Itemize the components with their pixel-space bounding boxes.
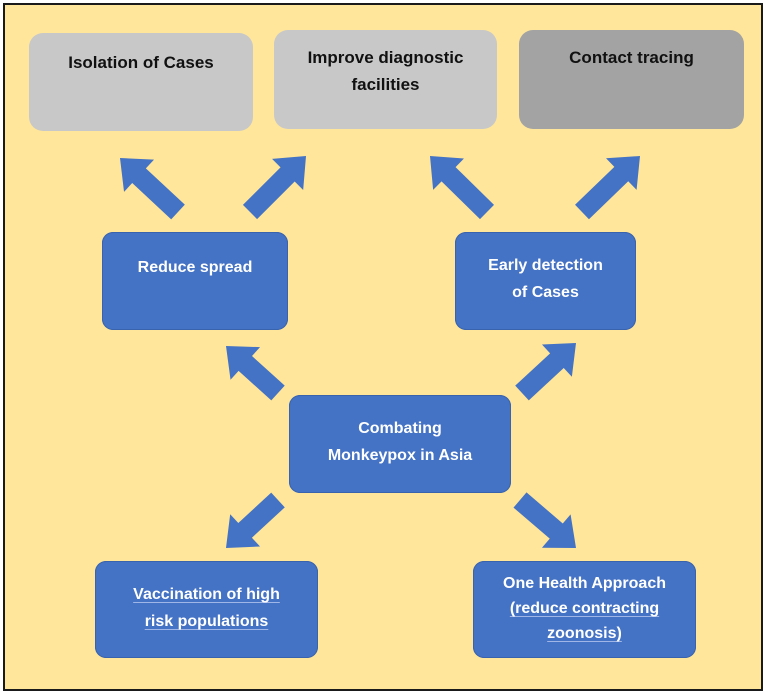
one-health-label-line2: (reduce contracting: [509, 600, 660, 617]
arrow-to-reduce: [226, 345, 285, 401]
one-health-approach-box: One Health Approach (reduce contracting …: [473, 561, 696, 658]
isolation-of-cases-box: Isolation of Cases: [29, 33, 253, 131]
vaccination-box: Vaccination of high risk populations: [95, 561, 318, 658]
arrow-to-early-left: [429, 156, 495, 220]
early-detection-label-line2: of Cases: [512, 284, 579, 301]
early-detection-box: Early detection of Cases: [455, 232, 636, 330]
improve-diagnostic-label-line2: facilities: [351, 75, 420, 94]
combating-label-line1: Combating: [358, 420, 442, 437]
combating-label-line2: Monkeypox in Asia: [327, 447, 473, 464]
one-health-label-line3: zoonosis): [547, 625, 622, 642]
contact-tracing-box: Contact tracing: [519, 30, 744, 129]
reduce-spread-label: Reduce spread: [137, 259, 253, 276]
arrow-to-early: [515, 343, 576, 401]
combating-monkeypox-box: Combating Monkeypox in Asia: [289, 395, 511, 493]
one-health-label-line1: One Health Approach: [503, 575, 666, 592]
arrow-to-isolation: [119, 158, 185, 220]
early-detection-label-line1: Early detection: [488, 257, 603, 274]
isolation-of-cases-label: Isolation of Cases: [68, 53, 214, 72]
arrow-to-diagnostic: [242, 155, 307, 220]
arrow-to-vaccination: [226, 492, 285, 549]
contact-tracing-label: Contact tracing: [569, 48, 694, 67]
vaccination-label-line2: risk populations: [144, 613, 269, 630]
improve-diagnostic-label-line1: Improve diagnostic: [307, 48, 464, 67]
vaccination-label-line1: Vaccination of high: [133, 586, 280, 603]
arrow-to-one-health: [513, 492, 576, 549]
improve-diagnostic-facilities-box: Improve diagnostic facilities: [274, 30, 497, 129]
arrow-to-contact: [575, 156, 640, 220]
reduce-spread-box: Reduce spread: [102, 232, 288, 330]
